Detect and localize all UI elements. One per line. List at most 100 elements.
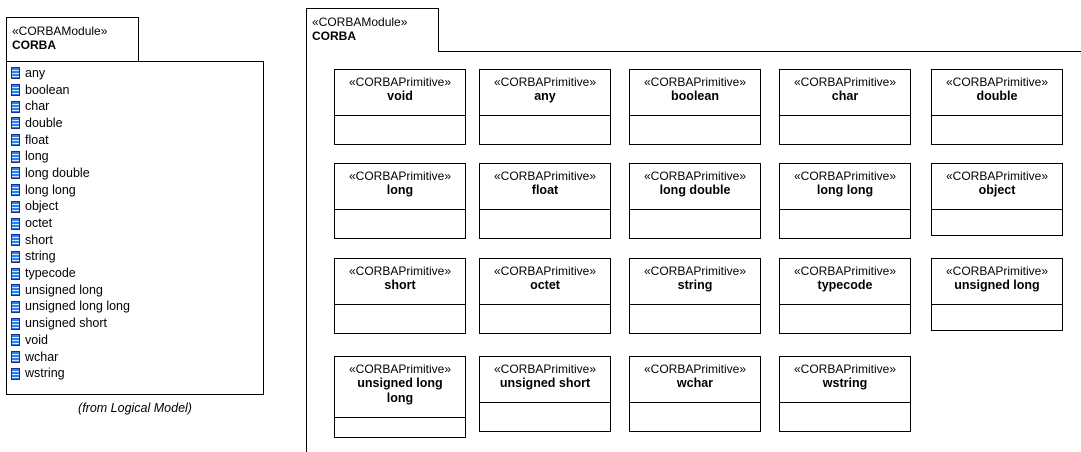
class-name: short bbox=[384, 278, 416, 292]
class-box-header: «CORBAPrimitive»wchar bbox=[630, 357, 760, 403]
diagram-package-border-left bbox=[306, 51, 307, 452]
class-name: unsigned long long bbox=[357, 376, 443, 405]
tree-member-item[interactable]: any bbox=[11, 65, 130, 82]
class-icon bbox=[11, 117, 20, 130]
tree-member-item[interactable]: boolean bbox=[11, 82, 130, 99]
tree-member-label: object bbox=[25, 199, 59, 214]
tree-member-label: unsigned long long bbox=[25, 299, 130, 314]
class-box-wchar[interactable]: «CORBAPrimitive»wchar bbox=[629, 356, 761, 432]
diagram-package-border-top bbox=[306, 51, 1081, 52]
class-name: long double bbox=[659, 183, 731, 197]
tree-member-label: unsigned short bbox=[25, 316, 108, 331]
class-stereotype: «CORBAPrimitive» bbox=[793, 264, 897, 278]
class-box-string[interactable]: «CORBAPrimitive»string bbox=[629, 258, 761, 334]
tree-package-name: CORBA bbox=[12, 38, 56, 52]
class-box-header: «CORBAPrimitive»unsigned long long bbox=[335, 357, 465, 418]
class-box-float[interactable]: «CORBAPrimitive»float bbox=[479, 163, 611, 239]
class-name: any bbox=[534, 89, 556, 103]
class-name: char bbox=[831, 89, 859, 103]
class-icon bbox=[11, 317, 20, 330]
class-stereotype: «CORBAPrimitive» bbox=[493, 362, 597, 376]
tree-member-item[interactable]: object bbox=[11, 199, 130, 216]
tree-member-label: octet bbox=[25, 216, 53, 231]
tree-member-item[interactable]: float bbox=[11, 132, 130, 149]
class-name: float bbox=[531, 183, 559, 197]
class-box-header: «CORBAPrimitive»long long bbox=[780, 164, 910, 210]
class-box-wstring[interactable]: «CORBAPrimitive»wstring bbox=[779, 356, 911, 432]
class-box-header: «CORBAPrimitive»any bbox=[480, 70, 610, 116]
class-stereotype: «CORBAPrimitive» bbox=[348, 362, 452, 376]
class-stereotype: «CORBAPrimitive» bbox=[348, 264, 452, 278]
class-icon bbox=[11, 234, 20, 247]
class-name: unsigned short bbox=[499, 376, 591, 390]
tree-member-item[interactable]: typecode bbox=[11, 265, 130, 282]
class-box-void[interactable]: «CORBAPrimitive»void bbox=[334, 69, 466, 145]
class-box-header: «CORBAPrimitive»octet bbox=[480, 259, 610, 305]
class-stereotype: «CORBAPrimitive» bbox=[493, 264, 597, 278]
diagram-package-tab[interactable]: «CORBAModule» CORBA bbox=[306, 8, 439, 52]
class-icon bbox=[11, 184, 20, 197]
class-name: string bbox=[677, 278, 713, 292]
class-box-object[interactable]: «CORBAPrimitive»object bbox=[931, 163, 1063, 236]
class-stereotype: «CORBAPrimitive» bbox=[945, 75, 1049, 89]
tree-member-item[interactable]: long double bbox=[11, 165, 130, 182]
class-icon bbox=[11, 284, 20, 297]
class-box-unsigned-long-long[interactable]: «CORBAPrimitive»unsigned long long bbox=[334, 356, 466, 438]
class-name: long bbox=[386, 183, 414, 197]
tree-member-item[interactable]: wstring bbox=[11, 365, 130, 382]
class-box-header: «CORBAPrimitive»unsigned long bbox=[932, 259, 1062, 305]
tree-member-item[interactable]: short bbox=[11, 232, 130, 249]
tree-member-item[interactable]: unsigned short bbox=[11, 315, 130, 332]
class-box-any[interactable]: «CORBAPrimitive»any bbox=[479, 69, 611, 145]
class-icon bbox=[11, 100, 20, 113]
class-box-typecode[interactable]: «CORBAPrimitive»typecode bbox=[779, 258, 911, 334]
class-box-long-long[interactable]: «CORBAPrimitive»long long bbox=[779, 163, 911, 239]
tree-member-item[interactable]: unsigned long bbox=[11, 282, 130, 299]
tree-member-label: long long bbox=[25, 182, 76, 197]
class-box-unsigned-long[interactable]: «CORBAPrimitive»unsigned long bbox=[931, 258, 1063, 331]
class-box-header: «CORBAPrimitive»float bbox=[480, 164, 610, 210]
class-stereotype: «CORBAPrimitive» bbox=[945, 264, 1049, 278]
tree-member-item[interactable]: octet bbox=[11, 215, 130, 232]
tree-member-label: void bbox=[25, 332, 48, 347]
class-stereotype: «CORBAPrimitive» bbox=[643, 264, 747, 278]
tree-package-tab[interactable]: «CORBAModule» CORBA bbox=[6, 17, 139, 61]
tree-member-item[interactable]: unsigned long long bbox=[11, 299, 130, 316]
class-box-long-double[interactable]: «CORBAPrimitive»long double bbox=[629, 163, 761, 239]
tree-member-label: char bbox=[25, 99, 50, 114]
tree-member-item[interactable]: double bbox=[11, 115, 130, 132]
tree-member-label: long double bbox=[25, 165, 90, 180]
class-box-header: «CORBAPrimitive»double bbox=[932, 70, 1062, 116]
class-box-short[interactable]: «CORBAPrimitive»short bbox=[334, 258, 466, 334]
tree-member-item[interactable]: long bbox=[11, 148, 130, 165]
tree-member-label: any bbox=[25, 65, 46, 80]
class-stereotype: «CORBAPrimitive» bbox=[348, 169, 452, 183]
class-name: object bbox=[978, 183, 1016, 197]
tree-member-item[interactable]: long long bbox=[11, 182, 130, 199]
class-icon bbox=[11, 84, 20, 97]
tree-member-item[interactable]: char bbox=[11, 98, 130, 115]
class-name: wstring bbox=[822, 376, 868, 390]
class-box-header: «CORBAPrimitive»string bbox=[630, 259, 760, 305]
class-box-boolean[interactable]: «CORBAPrimitive»boolean bbox=[629, 69, 761, 145]
tree-member-label: wstring bbox=[25, 366, 65, 381]
class-name: long long bbox=[816, 183, 874, 197]
tree-package-stereotype: «CORBAModule» bbox=[12, 24, 108, 38]
class-box-double[interactable]: «CORBAPrimitive»double bbox=[931, 69, 1063, 145]
class-box-header: «CORBAPrimitive»short bbox=[335, 259, 465, 305]
tree-member-item[interactable]: void bbox=[11, 332, 130, 349]
tree-member-item[interactable]: wchar bbox=[11, 349, 130, 366]
class-box-char[interactable]: «CORBAPrimitive»char bbox=[779, 69, 911, 145]
tree-member-item[interactable]: string bbox=[11, 249, 130, 266]
class-box-long[interactable]: «CORBAPrimitive»long bbox=[334, 163, 466, 239]
class-stereotype: «CORBAPrimitive» bbox=[793, 169, 897, 183]
tree-member-label: long bbox=[25, 149, 49, 164]
class-icon bbox=[11, 217, 20, 230]
class-box-header: «CORBAPrimitive»long double bbox=[630, 164, 760, 210]
class-box-unsigned-short[interactable]: «CORBAPrimitive»unsigned short bbox=[479, 356, 611, 432]
class-name: boolean bbox=[671, 89, 719, 103]
class-box-octet[interactable]: «CORBAPrimitive»octet bbox=[479, 258, 611, 334]
class-name: typecode bbox=[817, 278, 873, 292]
class-icon bbox=[11, 267, 20, 280]
